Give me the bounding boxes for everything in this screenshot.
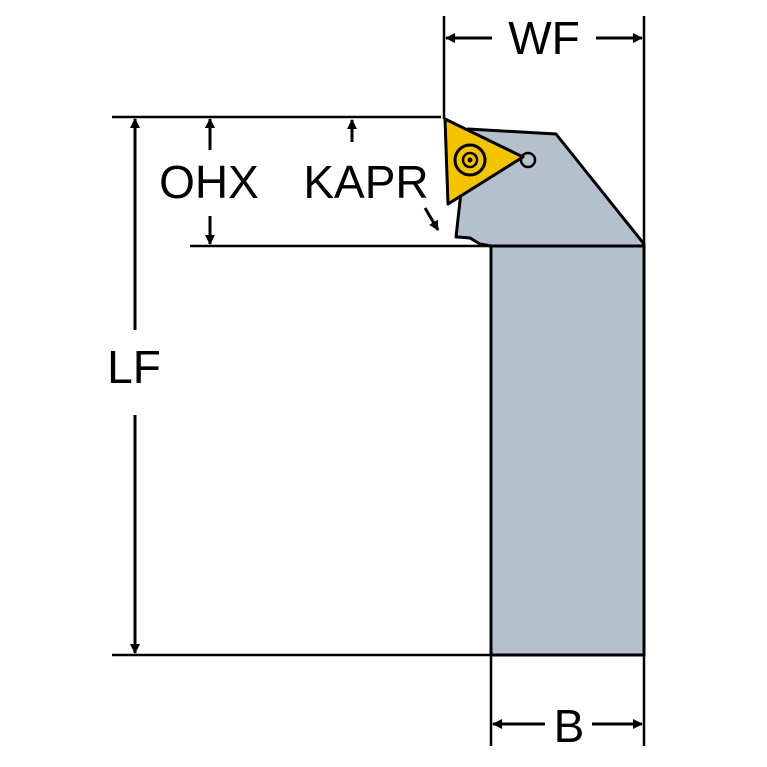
dimension-ohx: OHX (159, 118, 259, 245)
torx-screw-icon (453, 143, 487, 177)
label-kapr: KAPR (303, 156, 428, 208)
extension-lines (112, 16, 646, 746)
dimension-wf: WF (445, 12, 643, 64)
tool-holder (454, 127, 646, 657)
clamp-screw-icon (519, 151, 537, 169)
cutting-insert (443, 117, 525, 206)
label-b: B (554, 700, 585, 752)
label-ohx: OHX (159, 156, 259, 208)
label-lf: LF (107, 341, 161, 393)
dimension-lf: LF (107, 118, 161, 654)
dimension-kapr: KAPR (303, 119, 440, 231)
dimension-b: B (492, 700, 643, 752)
holder-shank (489, 244, 646, 657)
label-wf: WF (508, 12, 580, 64)
